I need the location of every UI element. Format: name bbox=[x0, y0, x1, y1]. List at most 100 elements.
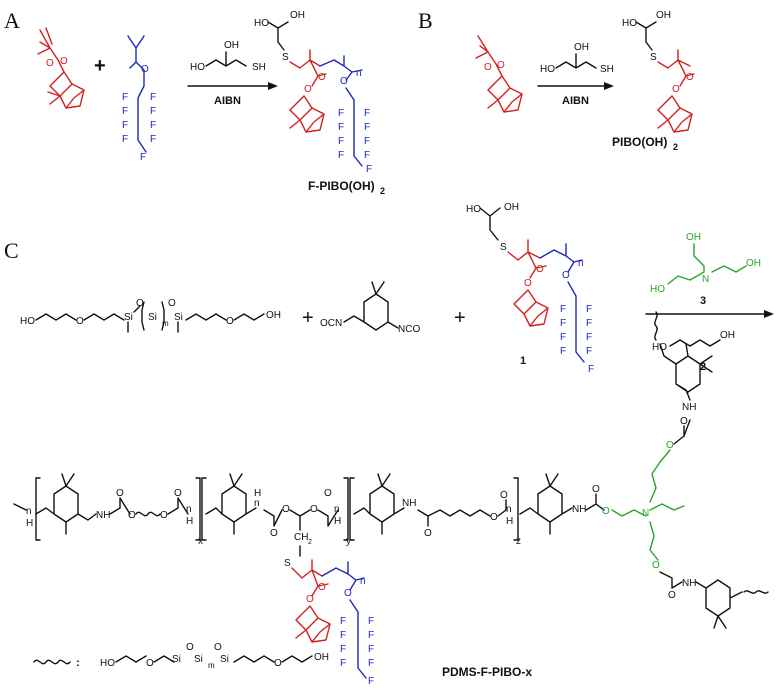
svg-text:F: F bbox=[586, 318, 592, 329]
svg-text:Si: Si bbox=[124, 312, 133, 323]
f-pibo-oh2-label: F-PIBO(OH) bbox=[308, 179, 375, 193]
plus-sign-c1: + bbox=[302, 307, 314, 329]
svg-text:O: O bbox=[562, 270, 570, 281]
svg-text:n: n bbox=[26, 506, 32, 517]
svg-text:S: S bbox=[282, 52, 289, 63]
svg-text:HO: HO bbox=[650, 284, 665, 295]
svg-text:z: z bbox=[516, 536, 521, 547]
svg-text:F: F bbox=[140, 152, 146, 163]
fluoro-ester-o-a: O bbox=[141, 64, 149, 75]
svg-text:F: F bbox=[122, 134, 128, 145]
svg-text:O: O bbox=[672, 84, 680, 95]
svg-text:2: 2 bbox=[308, 539, 312, 546]
thioglycerol-sh-b: SH bbox=[600, 64, 614, 75]
svg-text:O: O bbox=[680, 416, 688, 427]
svg-text:O: O bbox=[304, 84, 312, 95]
svg-text:O: O bbox=[174, 488, 182, 499]
svg-text:Si: Si bbox=[174, 312, 183, 323]
fluoro-monomer-a bbox=[127, 35, 147, 153]
svg-text:F: F bbox=[340, 644, 346, 655]
svg-text:H: H bbox=[334, 516, 341, 527]
svg-text:O: O bbox=[146, 658, 154, 669]
svg-text:O: O bbox=[324, 488, 332, 499]
svg-text:OH: OH bbox=[720, 330, 735, 341]
svg-text:O: O bbox=[536, 264, 544, 275]
svg-text:F: F bbox=[338, 150, 344, 161]
svg-text:OH: OH bbox=[686, 232, 701, 243]
svg-text:O: O bbox=[318, 582, 326, 593]
svg-text:O: O bbox=[274, 658, 282, 669]
svg-text:NH: NH bbox=[96, 510, 110, 521]
svg-text:F: F bbox=[122, 92, 128, 103]
svg-text:N: N bbox=[642, 508, 649, 519]
svg-text:O: O bbox=[136, 298, 144, 309]
pdms-wavy bbox=[135, 511, 161, 517]
pdms-f-pibo-polymer: n H x NH O O O O n H y n H O O CH 2 O O … bbox=[13, 311, 769, 687]
teoa-compound-3: OH N HO OH bbox=[650, 232, 761, 295]
svg-text:O: O bbox=[318, 72, 326, 83]
svg-text:HO: HO bbox=[20, 316, 35, 327]
svg-text:O: O bbox=[668, 590, 676, 601]
svg-text:O: O bbox=[686, 72, 694, 83]
svg-text:n: n bbox=[578, 258, 584, 269]
svg-text:O: O bbox=[128, 510, 136, 521]
svg-text:H: H bbox=[254, 488, 261, 499]
svg-text:n: n bbox=[356, 68, 362, 79]
thioglycerol-oh-b: OH bbox=[574, 42, 589, 53]
svg-text:m: m bbox=[208, 661, 215, 670]
svg-text:OH: OH bbox=[656, 10, 671, 21]
thioglycerol-oh-a: OH bbox=[224, 40, 239, 51]
iboma-monomer-b bbox=[475, 35, 523, 113]
pibo-oh2-label: PIBO(OH) bbox=[612, 135, 667, 149]
svg-text:F: F bbox=[586, 346, 592, 357]
svg-text:H: H bbox=[186, 516, 193, 527]
svg-text:N: N bbox=[702, 274, 709, 285]
svg-text:F: F bbox=[338, 108, 344, 119]
svg-text:HO: HO bbox=[100, 658, 115, 669]
thioglycerol-ho-a: HO bbox=[190, 62, 205, 73]
svg-text:O: O bbox=[344, 588, 352, 599]
svg-text:F: F bbox=[586, 304, 592, 315]
butanediol-compound-2: HO OH bbox=[652, 330, 735, 353]
svg-text:O: O bbox=[116, 488, 124, 499]
svg-text:NH: NH bbox=[682, 578, 696, 589]
svg-text:S: S bbox=[650, 52, 657, 63]
f-pibo-oh2-sub: 2 bbox=[380, 186, 385, 196]
svg-text:F: F bbox=[560, 332, 566, 343]
svg-text:O: O bbox=[340, 76, 348, 87]
svg-text:O: O bbox=[282, 504, 290, 515]
svg-text:O: O bbox=[226, 316, 234, 327]
svg-text:CH: CH bbox=[294, 532, 308, 543]
svg-text:F: F bbox=[588, 364, 594, 375]
svg-text:Si: Si bbox=[194, 654, 203, 665]
f-pibo-oh2-product: HO OH S O O n O F F F F F F F F F bbox=[254, 10, 372, 175]
pdms-f-pibo-x-label: PDMS-F-PIBO-x bbox=[442, 665, 532, 679]
svg-text:y: y bbox=[346, 536, 351, 547]
compound-3-number: 3 bbox=[700, 295, 706, 307]
svg-text:OH: OH bbox=[504, 202, 519, 213]
svg-text:n: n bbox=[506, 504, 512, 515]
svg-text:F: F bbox=[364, 122, 370, 133]
svg-text:O: O bbox=[652, 560, 660, 571]
aibn-label-a: AIBN bbox=[214, 95, 241, 107]
svg-text:F: F bbox=[150, 134, 156, 145]
svg-text:O: O bbox=[424, 528, 432, 539]
svg-text:NH: NH bbox=[572, 504, 586, 515]
svg-text:O: O bbox=[666, 440, 674, 451]
compound-2-number: 2 bbox=[700, 361, 706, 373]
svg-text:O: O bbox=[76, 316, 84, 327]
svg-text:OH: OH bbox=[746, 258, 761, 269]
wavy-top-right bbox=[654, 311, 658, 341]
wavy-legend: : HO O Si O Si m O Si O OH bbox=[33, 642, 329, 670]
svg-text:F: F bbox=[368, 676, 374, 687]
svg-text:O: O bbox=[602, 506, 610, 517]
svg-text:F: F bbox=[586, 332, 592, 343]
svg-text:F: F bbox=[560, 304, 566, 315]
svg-text:HO: HO bbox=[652, 342, 667, 353]
svg-text:HO: HO bbox=[466, 204, 481, 215]
svg-text:Si: Si bbox=[220, 654, 229, 665]
svg-text:F: F bbox=[338, 136, 344, 147]
svg-text:F: F bbox=[368, 658, 374, 669]
svg-text:O: O bbox=[270, 528, 278, 539]
